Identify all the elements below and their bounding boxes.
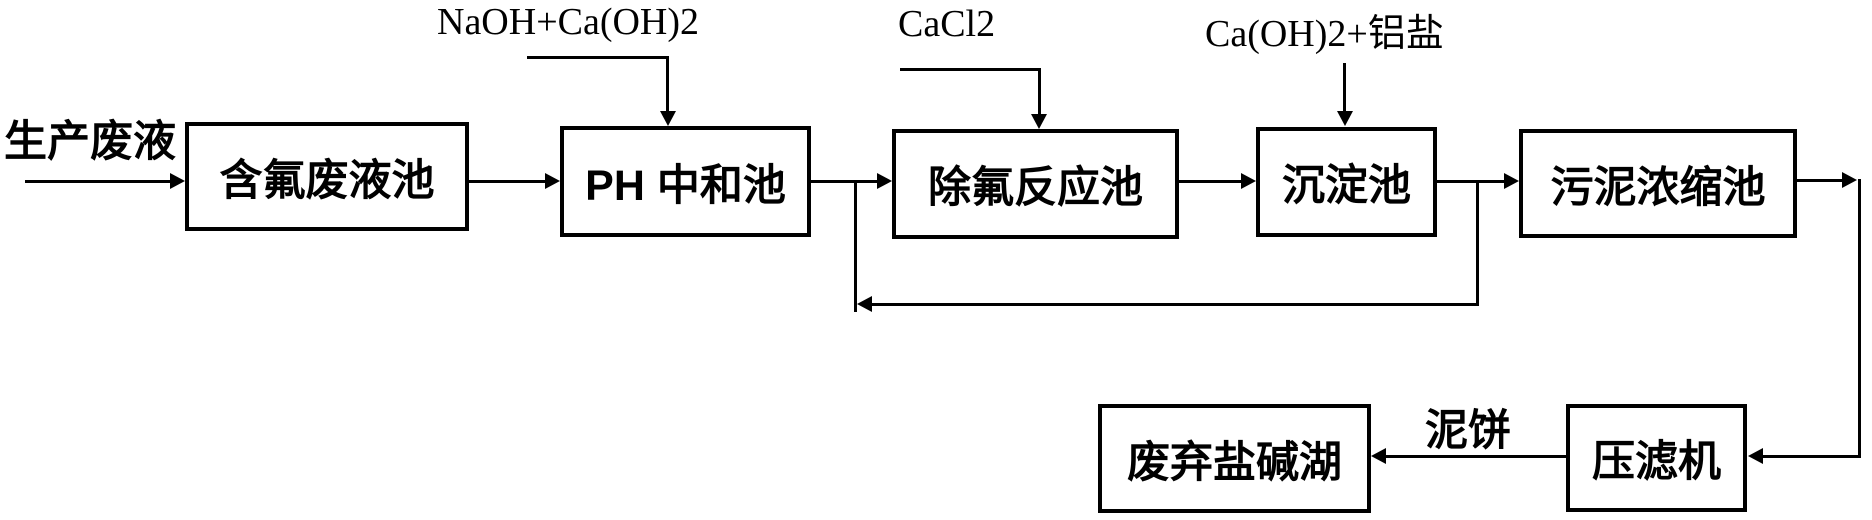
arrow-neutralization-to-reaction-line [811,180,877,183]
right-edge-down-line [1858,179,1861,458]
recycle-arrow-head [857,296,872,312]
box-sedimentation-pool: 沉淀池 [1256,127,1437,237]
arrow-reaction-to-sedimentation-head [1241,173,1256,189]
box-label: 废弃盐碱湖 [1127,438,1342,487]
mud-cake-label: 泥饼 [1425,407,1511,455]
source-label: 生产废液 [4,118,176,166]
source-arrow-head [170,173,185,189]
arrow-reaction-to-sedimentation-line [1179,180,1241,183]
box-label: 污泥浓缩池 [1550,163,1766,212]
arrow-waste-to-neutralization-head [545,173,560,189]
cacl2-feed-line-v [1038,68,1041,115]
reagent-label-caoh2-aluminum-salt: Ca(OH)2+铝盐 [1205,13,1444,55]
source-arrow-line [25,180,170,183]
box-sludge-thickening-pool: 污泥浓缩池 [1519,129,1797,238]
filter-press-inlet-head [1748,448,1763,464]
box-label: 含氟废液池 [219,156,435,205]
box-defluorination-reaction-pool: 除氟反应池 [892,129,1179,239]
cacl2-feed-arrow-head [1031,114,1047,129]
filter-press-to-lake-head [1371,448,1386,464]
box-label: 沉淀池 [1282,162,1411,210]
box-ph-neutralization-pool: PH 中和池 [560,126,811,237]
box-label: 压滤机 [1592,438,1721,486]
naoh-feed-line-h [527,56,669,59]
naoh-feed-arrow-head [660,111,676,126]
caoh2-salt-feed-line-v [1343,63,1346,112]
reagent-label-naoh-caoh2: NaOH+Ca(OH)2 [437,1,700,43]
arrow-sedimentation-to-thickener-line [1437,180,1504,183]
box-abandoned-salt-alkali-lake: 废弃盐碱湖 [1098,404,1371,513]
box-label: PH 中和池 [585,161,786,210]
cacl2-feed-line-h [900,68,1041,71]
thickener-outlet-head [1842,172,1857,188]
recycle-line-bottom-h [872,303,1478,306]
arrow-waste-to-neutralization-line [469,180,545,183]
filter-press-to-lake-line [1386,455,1566,458]
naoh-feed-line-v [666,56,669,112]
box-label: 除氟反应池 [928,164,1143,212]
box-filter-press: 压滤机 [1566,404,1747,512]
filter-press-inlet-line [1763,455,1861,458]
arrow-neutralization-to-reaction-head [877,173,892,189]
caoh2-salt-feed-arrow-head [1337,111,1353,126]
recycle-line-right-v [1476,182,1479,306]
recycle-line-left-v [854,182,857,312]
reagent-label-cacl2: CaCl2 [898,3,996,45]
arrow-sedimentation-to-thickener-head [1504,173,1519,189]
box-fluoride-waste-pool: 含氟废液池 [185,122,469,231]
thickener-outlet-line [1797,179,1842,182]
